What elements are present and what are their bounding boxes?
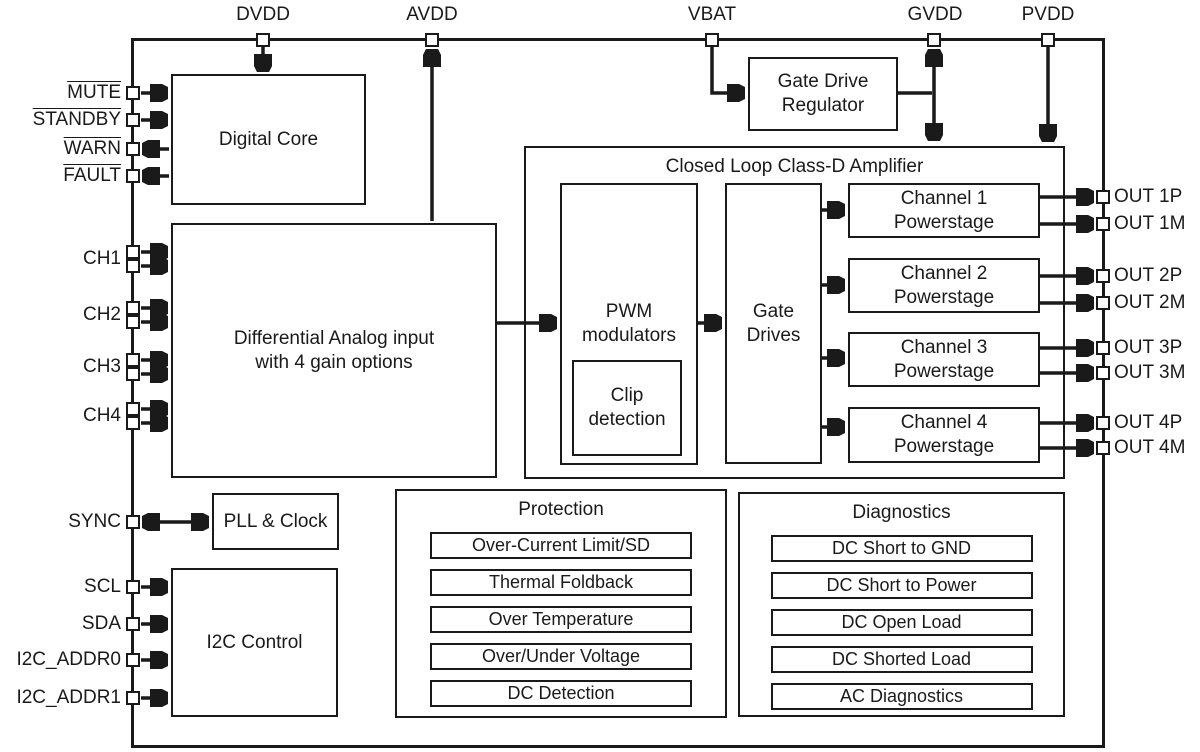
pin-avdd [425,33,439,47]
pin-label-sync: SYNC [68,511,121,532]
pin-label-out-4m: OUT 4M [1114,437,1186,458]
diagnostics-item: AC Diagnostics [770,683,1033,710]
chip-boundary [131,38,1105,748]
pin-label-ch2: CH2 [82,304,121,325]
pin-mute [126,86,140,100]
pin-out-4m [1096,441,1110,455]
protection-item: Over/Under Voltage [430,643,692,670]
diagnostics-item: DC Short to GND [770,535,1033,562]
pin-ch1-m [126,259,140,273]
pin-ch2-p [126,301,140,315]
pin-label-ch1: CH1 [82,248,121,269]
pin-out-2m [1096,296,1110,310]
pin-label-dvdd: DVDD [236,4,290,25]
pin-label-out-2m: OUT 2M [1114,292,1186,313]
pin-label-avdd: AVDD [406,4,458,25]
pin-ch4-p [126,402,140,416]
gate-drives-block: Gate Drives [725,183,822,464]
pin-gvdd [927,33,941,47]
diagnostics-item: DC Short to Power [770,572,1033,599]
pin-label-ch3: CH3 [82,356,121,377]
wire-vbat-to-gate-drive-regulator [710,47,744,93]
differential-analog-input-block: Differential Analog input with 4 gain op… [171,223,497,478]
protection-title: Protection [518,499,604,520]
pin-i2c-addr0 [126,653,140,667]
pin-label-standby: STANDBY [32,109,121,130]
pin-scl [126,580,140,594]
digital-core-block: Digital Core [171,74,366,205]
pwm-modulators-label: PWM modulators [582,301,676,346]
protection-item: Thermal Foldback [430,569,692,596]
pin-label-i2c-addr1: I2C_ADDR1 [16,687,121,708]
gate-drive-regulator-block: Gate Drive Regulator [748,57,898,131]
pin-label-gvdd: GVDD [907,4,963,25]
pll-clock-block: PLL & Clock [212,493,339,550]
pin-ch1-p [126,245,140,259]
pin-label-ch4: CH4 [82,405,121,426]
pin-label-out-3p: OUT 3P [1114,337,1183,358]
protection-panel: Protection Over-Current Limit/SD Thermal… [395,489,727,718]
pin-i2c-addr1 [126,691,140,705]
diagnostics-items: DC Short to GND DC Short to Power DC Ope… [740,535,1063,710]
protection-item: Over Temperature [430,606,692,633]
pin-sda [126,617,140,631]
pin-out-1m [1096,217,1110,231]
clip-detection-block: Clip detection [572,360,682,456]
pin-out-3p [1096,341,1110,355]
pin-label-out-4p: OUT 4P [1114,412,1183,433]
pin-label-warn: WARN [63,138,121,159]
pin-out-1p [1096,190,1110,204]
pin-pvdd [1041,33,1055,47]
pin-label-out-1p: OUT 1P [1114,186,1183,207]
channel-4-powerstage-block: Channel 4 Powerstage [848,407,1040,463]
pin-label-out-1m: OUT 1M [1114,213,1186,234]
diagnostics-panel: Diagnostics DC Short to GND DC Short to … [738,492,1065,717]
pin-fault [126,169,140,183]
pin-label-sda: SDA [81,613,121,634]
pin-out-3m [1096,366,1110,380]
pin-label-fault: FAULT [63,165,121,186]
pin-standby [126,113,140,127]
pin-vbat [705,33,719,47]
pin-ch2-m [126,315,140,329]
pin-out-2p [1096,269,1110,283]
diagnostics-item: DC Open Load [770,609,1033,636]
pin-warn [126,142,140,156]
channel-1-powerstage-block: Channel 1 Powerstage [848,183,1040,238]
pin-label-out-3m: OUT 3M [1114,362,1186,383]
channel-3-powerstage-block: Channel 3 Powerstage [848,332,1040,387]
i2c-control-block: I2C Control [171,568,338,717]
diagnostics-title: Diagnostics [852,502,951,523]
pin-ch3-m [126,367,140,381]
pin-label-mute: MUTE [67,82,121,103]
pin-ch3-p [126,353,140,367]
protection-item: Over-Current Limit/SD [430,532,692,559]
protection-item: DC Detection [430,680,692,707]
closed-loop-title: Closed Loop Class-D Amplifier [665,156,924,177]
pin-dvdd [256,33,270,47]
pin-ch4-m [126,416,140,430]
pin-label-pvdd: PVDD [1021,4,1075,25]
pin-label-scl: SCL [84,576,121,597]
pin-label-vbat: VBAT [687,4,737,25]
pwm-modulators-block: PWM modulators Clip detection [560,183,698,465]
protection-items: Over-Current Limit/SD Thermal Foldback O… [397,532,725,707]
pin-sync [126,515,140,529]
pin-out-4p [1096,416,1110,430]
pin-label-i2c-addr0: I2C_ADDR0 [16,649,121,670]
pin-label-out-2p: OUT 2P [1114,265,1183,286]
channel-2-powerstage-block: Channel 2 Powerstage [848,258,1040,313]
diagnostics-item: DC Shorted Load [770,646,1033,673]
